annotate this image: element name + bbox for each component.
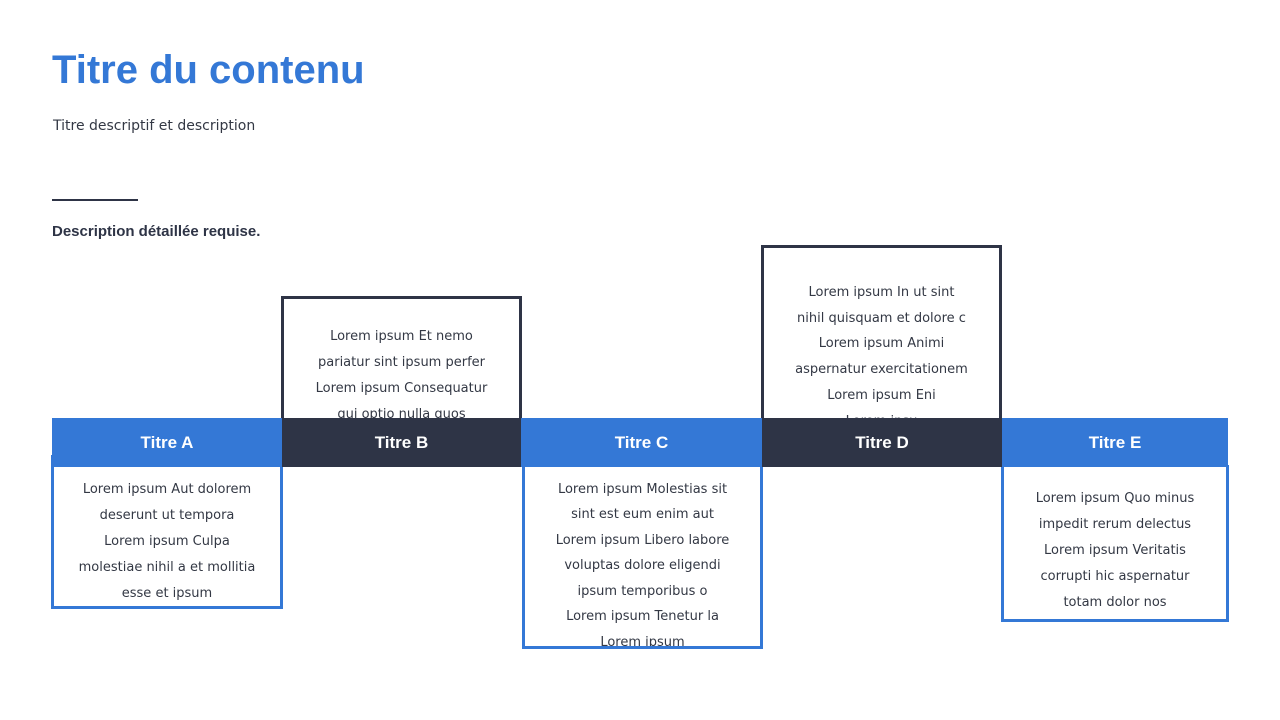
column-header-b: Titre B bbox=[282, 418, 521, 467]
column-header-d-label: Titre D bbox=[855, 432, 909, 452]
column-header-e-label: Titre E bbox=[1088, 432, 1142, 452]
content-box-c-text: Lorem ipsum Molestias sit sint est eum e… bbox=[555, 481, 730, 649]
content-box-e: Lorem ipsum Quo minus impedit rerum dele… bbox=[1001, 465, 1229, 622]
content-box-e-text: Lorem ipsum Quo minus impedit rerum dele… bbox=[1035, 491, 1195, 610]
content-box-b: Lorem ipsum Et nemo pariatur sint ipsum … bbox=[281, 296, 522, 420]
divider bbox=[52, 199, 138, 201]
content-box-d-text: Lorem ipsum In ut sint nihil quisquam et… bbox=[795, 284, 968, 420]
content-box-a: Lorem ipsum Aut dolorem deserunt ut temp… bbox=[51, 455, 283, 609]
column-header-c-label: Titre C bbox=[614, 432, 669, 452]
page-title: Titre du contenu bbox=[52, 48, 365, 92]
description: Description détaillée requise. bbox=[52, 223, 261, 240]
column-header-a-label: Titre A bbox=[140, 432, 194, 452]
column-header-c: Titre C bbox=[521, 418, 762, 467]
column-header-a: Titre A bbox=[52, 418, 282, 467]
column-header-e: Titre E bbox=[1002, 418, 1228, 467]
content-box-c: Lorem ipsum Molestias sit sint est eum e… bbox=[522, 455, 763, 649]
content-box-a-text: Lorem ipsum Aut dolorem deserunt ut temp… bbox=[78, 482, 256, 601]
content-box-b-text: Lorem ipsum Et nemo pariatur sint ipsum … bbox=[315, 329, 488, 420]
column-header-b-label: Titre B bbox=[374, 432, 429, 452]
subtitle: Titre descriptif et description bbox=[53, 118, 256, 134]
content-box-d: Lorem ipsum In ut sint nihil quisquam et… bbox=[761, 245, 1002, 420]
column-header-d: Titre D bbox=[762, 418, 1002, 467]
